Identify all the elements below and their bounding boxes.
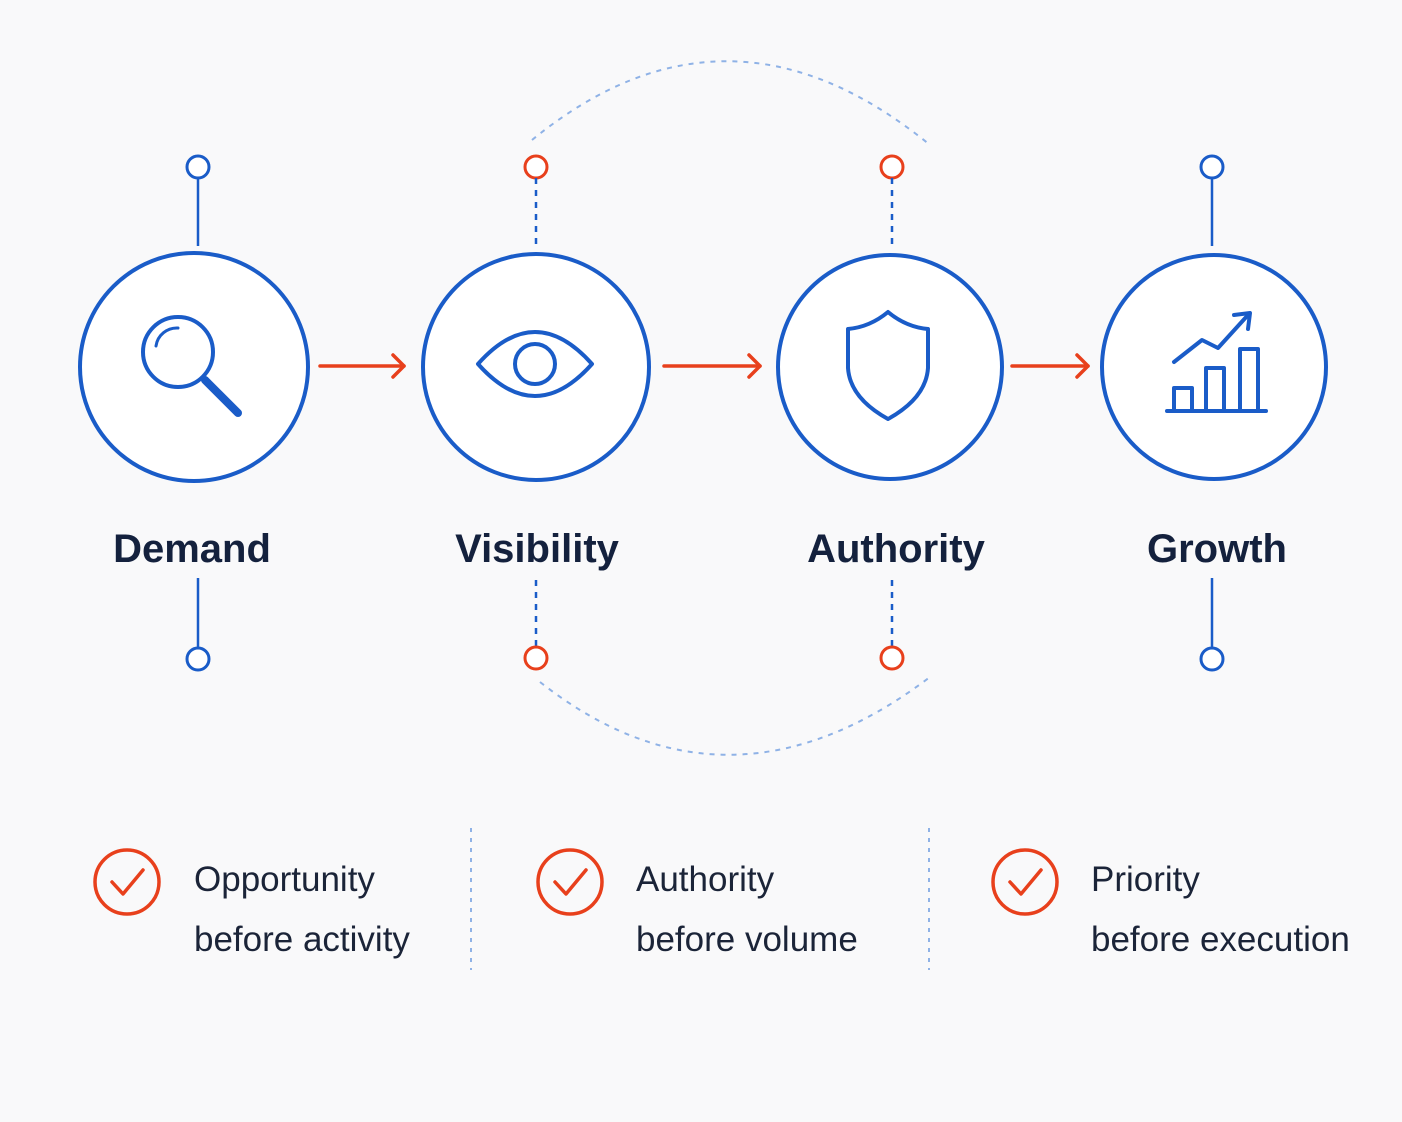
principle-priority: Priority before execution: [991, 848, 1350, 959]
bottom-connector-node: [1199, 646, 1225, 672]
principle-authority: Authority before volume: [536, 848, 858, 959]
stage-label: Growth: [1147, 527, 1287, 571]
stage-label: Authority: [807, 527, 986, 571]
top-connector-node: [185, 154, 211, 180]
stage-circle: [421, 252, 651, 482]
principle-line-1: Authority: [636, 860, 775, 899]
stage-circle: [776, 253, 1004, 481]
stage-authority: Authority: [776, 154, 1004, 671]
flow-arrow: [318, 353, 406, 379]
principle-opportunity: Opportunity before activity: [93, 848, 410, 959]
flow-arrow: [662, 353, 762, 379]
top-connector-node: [1199, 154, 1225, 180]
principle-line-2: before volume: [636, 920, 858, 959]
principle-line-2: before activity: [194, 920, 410, 959]
growth-chart-icon: [1165, 311, 1268, 413]
bottom-dashed-arc: [539, 676, 931, 756]
principle-line-1: Opportunity: [194, 860, 375, 899]
stage-demand: Demand: [78, 154, 310, 672]
check-circle-icon: [93, 848, 161, 916]
check-circle-icon: [536, 848, 604, 916]
stage-label: Visibility: [455, 527, 620, 571]
bottom-connector-node: [523, 645, 549, 671]
stage-circle: [78, 251, 310, 483]
shield-icon: [846, 310, 930, 421]
bottom-connector-node: [879, 645, 905, 671]
search-icon: [141, 315, 242, 417]
top-connector-node: [523, 154, 549, 180]
top-connector-node: [879, 154, 905, 180]
flow-arrow: [1010, 353, 1090, 379]
top-dashed-arc: [531, 60, 931, 146]
principle-line-2: before execution: [1091, 920, 1350, 959]
stage-label: Demand: [113, 527, 271, 571]
stage-visibility: Visibility: [421, 154, 651, 671]
bottom-connector-node: [185, 646, 211, 672]
eye-icon: [476, 330, 594, 398]
check-circle-icon: [991, 848, 1059, 916]
principle-line-1: Priority: [1091, 860, 1200, 899]
stage-growth: Growth: [1100, 154, 1328, 672]
